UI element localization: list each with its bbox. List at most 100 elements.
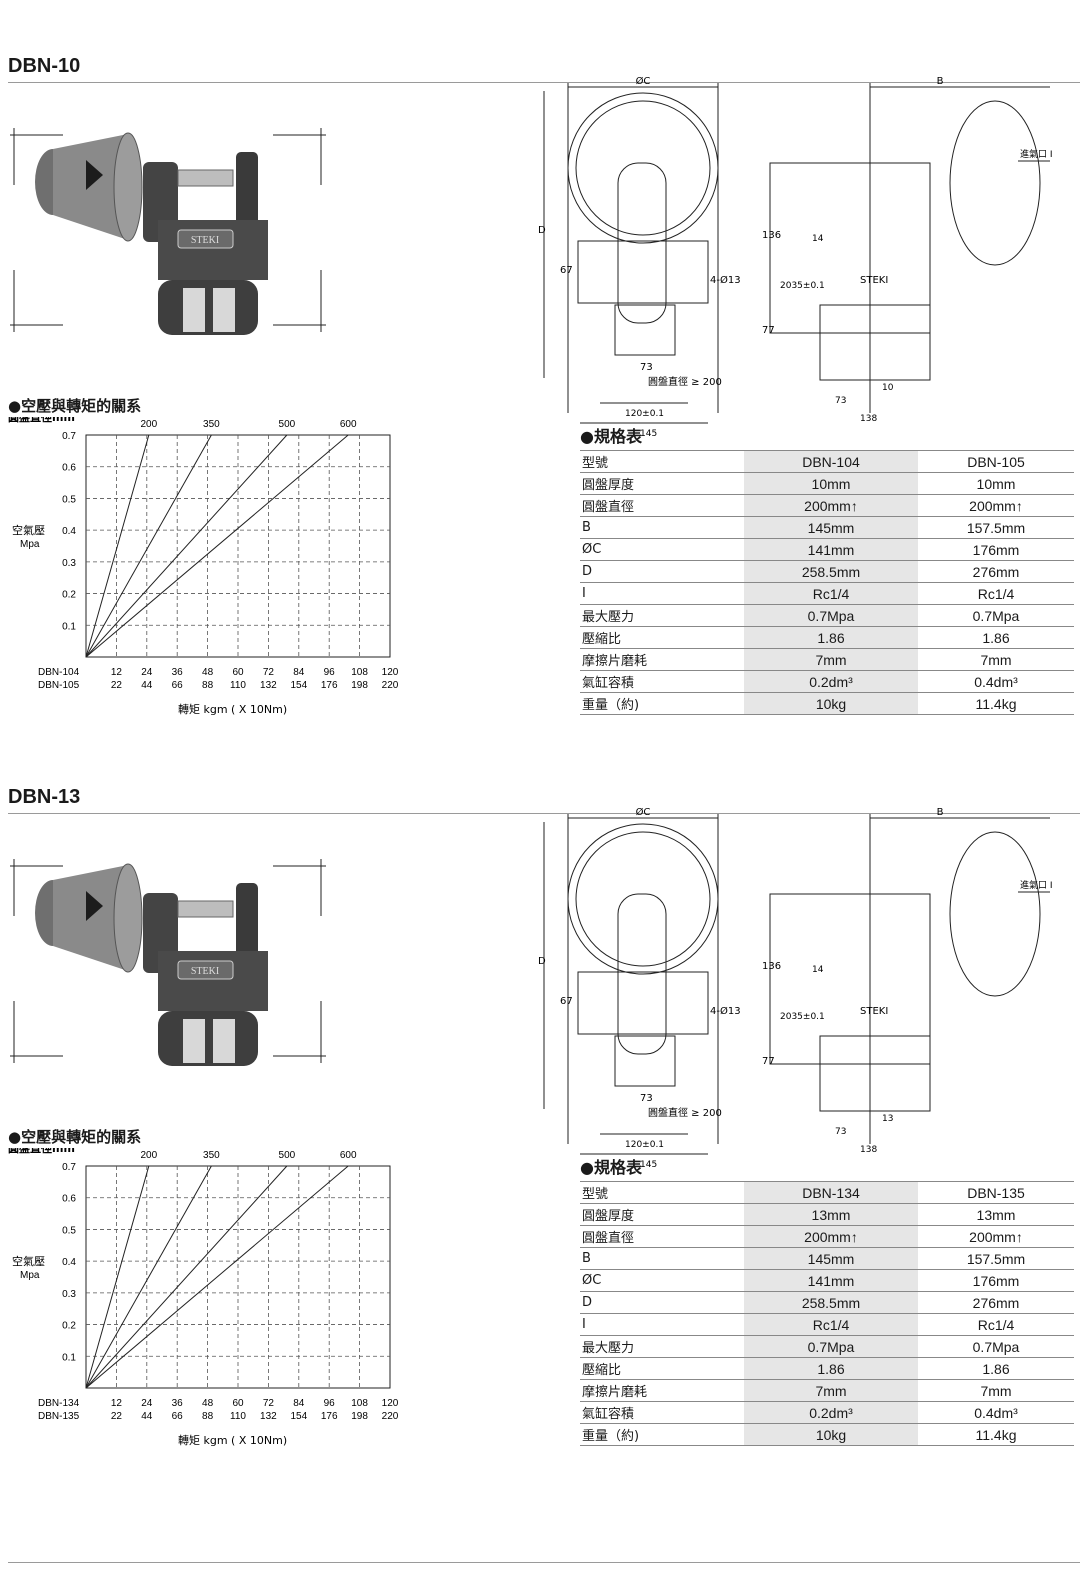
spec-value: Rc1/4: [744, 1313, 918, 1336]
x-tick-label: 22: [111, 1411, 123, 1422]
dim-label-4013: 4-Ø13: [710, 1005, 741, 1017]
spec-label: 圓盤厚度: [580, 1203, 744, 1226]
spec-value: DBN-135: [918, 1181, 1074, 1204]
spec-label: 型號: [580, 1181, 744, 1204]
y-tick-label: 0.7: [62, 1162, 76, 1173]
spec-value: 13mm: [744, 1203, 918, 1226]
x-tick-label: 24: [141, 1398, 153, 1409]
dim-label-73b: 73: [835, 396, 846, 406]
series-line-600: [85, 434, 349, 658]
dim-label-138: 138: [860, 414, 877, 424]
y-tick-label: 0.3: [62, 558, 76, 569]
y-tick-label: 0.7: [62, 431, 76, 442]
spec-value: 200mm↑: [744, 494, 918, 517]
spec-label: ØC: [580, 1269, 744, 1292]
series-line-350: [85, 1165, 212, 1389]
spec-value: 176mm: [918, 538, 1074, 561]
x-tick-label: 12: [111, 1398, 123, 1409]
spec-value: 0.7Mpa: [918, 604, 1074, 627]
x-tick-label: 66: [172, 1411, 184, 1422]
section-divider: [8, 813, 1080, 814]
y-tick-label: 0.3: [62, 1289, 76, 1300]
x-tick-label: 120: [382, 667, 399, 678]
y-axis-label: 空氣壓: [12, 1254, 45, 1268]
dim-label-oc: ØC: [636, 75, 651, 87]
spec-value: 7mm: [918, 648, 1074, 671]
x-tick-label: 132: [260, 1411, 277, 1422]
plot-frame: [85, 1165, 391, 1389]
y-tick-label: 0.4: [62, 1257, 76, 1268]
svg-text:STEKI: STEKI: [191, 966, 219, 977]
y-tick-label: 0.2: [62, 590, 76, 601]
top-axis-label: 圓盤直徑mm: [8, 417, 75, 424]
spec-value: 0.4dm³: [918, 1401, 1074, 1424]
spec-value: 200mm↑: [744, 1225, 918, 1248]
x-tick-label: 12: [111, 667, 123, 678]
spec-value: 276mm: [918, 560, 1074, 583]
x-tick-label: 154: [290, 680, 307, 691]
x-tick-label: 108: [351, 1398, 368, 1409]
spec-value: DBN-105: [918, 450, 1074, 473]
page-footer-divider: [8, 1562, 1080, 1563]
spec-label: 圓盤厚度: [580, 472, 744, 495]
series-line-600: [85, 1165, 349, 1389]
dim-label-14: 14: [812, 234, 824, 244]
spec-value: Rc1/4: [918, 1313, 1074, 1336]
inlet-label: 進氣口 I: [1020, 148, 1053, 160]
dim-label-145: 145: [640, 1160, 657, 1169]
dim-label-145: 145: [640, 429, 657, 438]
x-tick-label: 48: [202, 1398, 214, 1409]
spec-value: 10mm: [744, 472, 918, 495]
y-axis-unit: Mpa: [20, 539, 40, 550]
x-tick-label: 220: [382, 1411, 399, 1422]
spec-value: 11.4kg: [918, 1423, 1074, 1446]
dim-label-2035: 2035±0.1: [780, 281, 825, 291]
spec-value: 0.7Mpa: [918, 1335, 1074, 1358]
spec-value: 0.2dm³: [744, 670, 918, 693]
spec-label: 氣缸容積: [580, 670, 744, 693]
spec-value: DBN-134: [744, 1181, 918, 1204]
dim-label-oc: ØC: [636, 806, 651, 818]
spec-value: 13mm: [918, 1203, 1074, 1226]
spec-value: 0.4dm³: [918, 670, 1074, 693]
dim-label-120: 120±0.1: [625, 409, 664, 419]
series-line-500: [85, 1165, 288, 1389]
top-tick-label: 350: [203, 1150, 220, 1161]
top-tick-label: 500: [279, 1150, 296, 1161]
x-row-name: DBN-105: [38, 680, 80, 691]
series-line-200: [85, 434, 150, 658]
spec-label: 壓縮比: [580, 1357, 744, 1380]
dim-label-d: D: [538, 956, 546, 967]
brand-label: STEKI: [860, 1006, 888, 1017]
spec-label: D: [580, 1291, 744, 1314]
x-tick-label: 88: [202, 680, 214, 691]
spec-value: 10kg: [744, 692, 918, 715]
spec-label: I: [580, 582, 744, 605]
x-tick-label: 84: [293, 1398, 305, 1409]
spec-value: Rc1/4: [744, 582, 918, 605]
x-tick-label: 44: [141, 1411, 153, 1422]
y-tick-label: 0.5: [62, 1225, 76, 1236]
product-photo: STEKI: [10, 128, 326, 335]
x-axis-label: 轉矩 kgm ( X 10Nm): [178, 703, 287, 716]
spec-label: B: [580, 516, 744, 539]
x-tick-label: 60: [232, 667, 244, 678]
y-tick-label: 0.2: [62, 1321, 76, 1332]
dim-label-120: 120±0.1: [625, 1140, 664, 1150]
top-tick-label: 600: [340, 419, 357, 430]
spec-value: 276mm: [918, 1291, 1074, 1314]
x-tick-label: 110: [230, 680, 246, 691]
section-divider: [8, 82, 1080, 83]
